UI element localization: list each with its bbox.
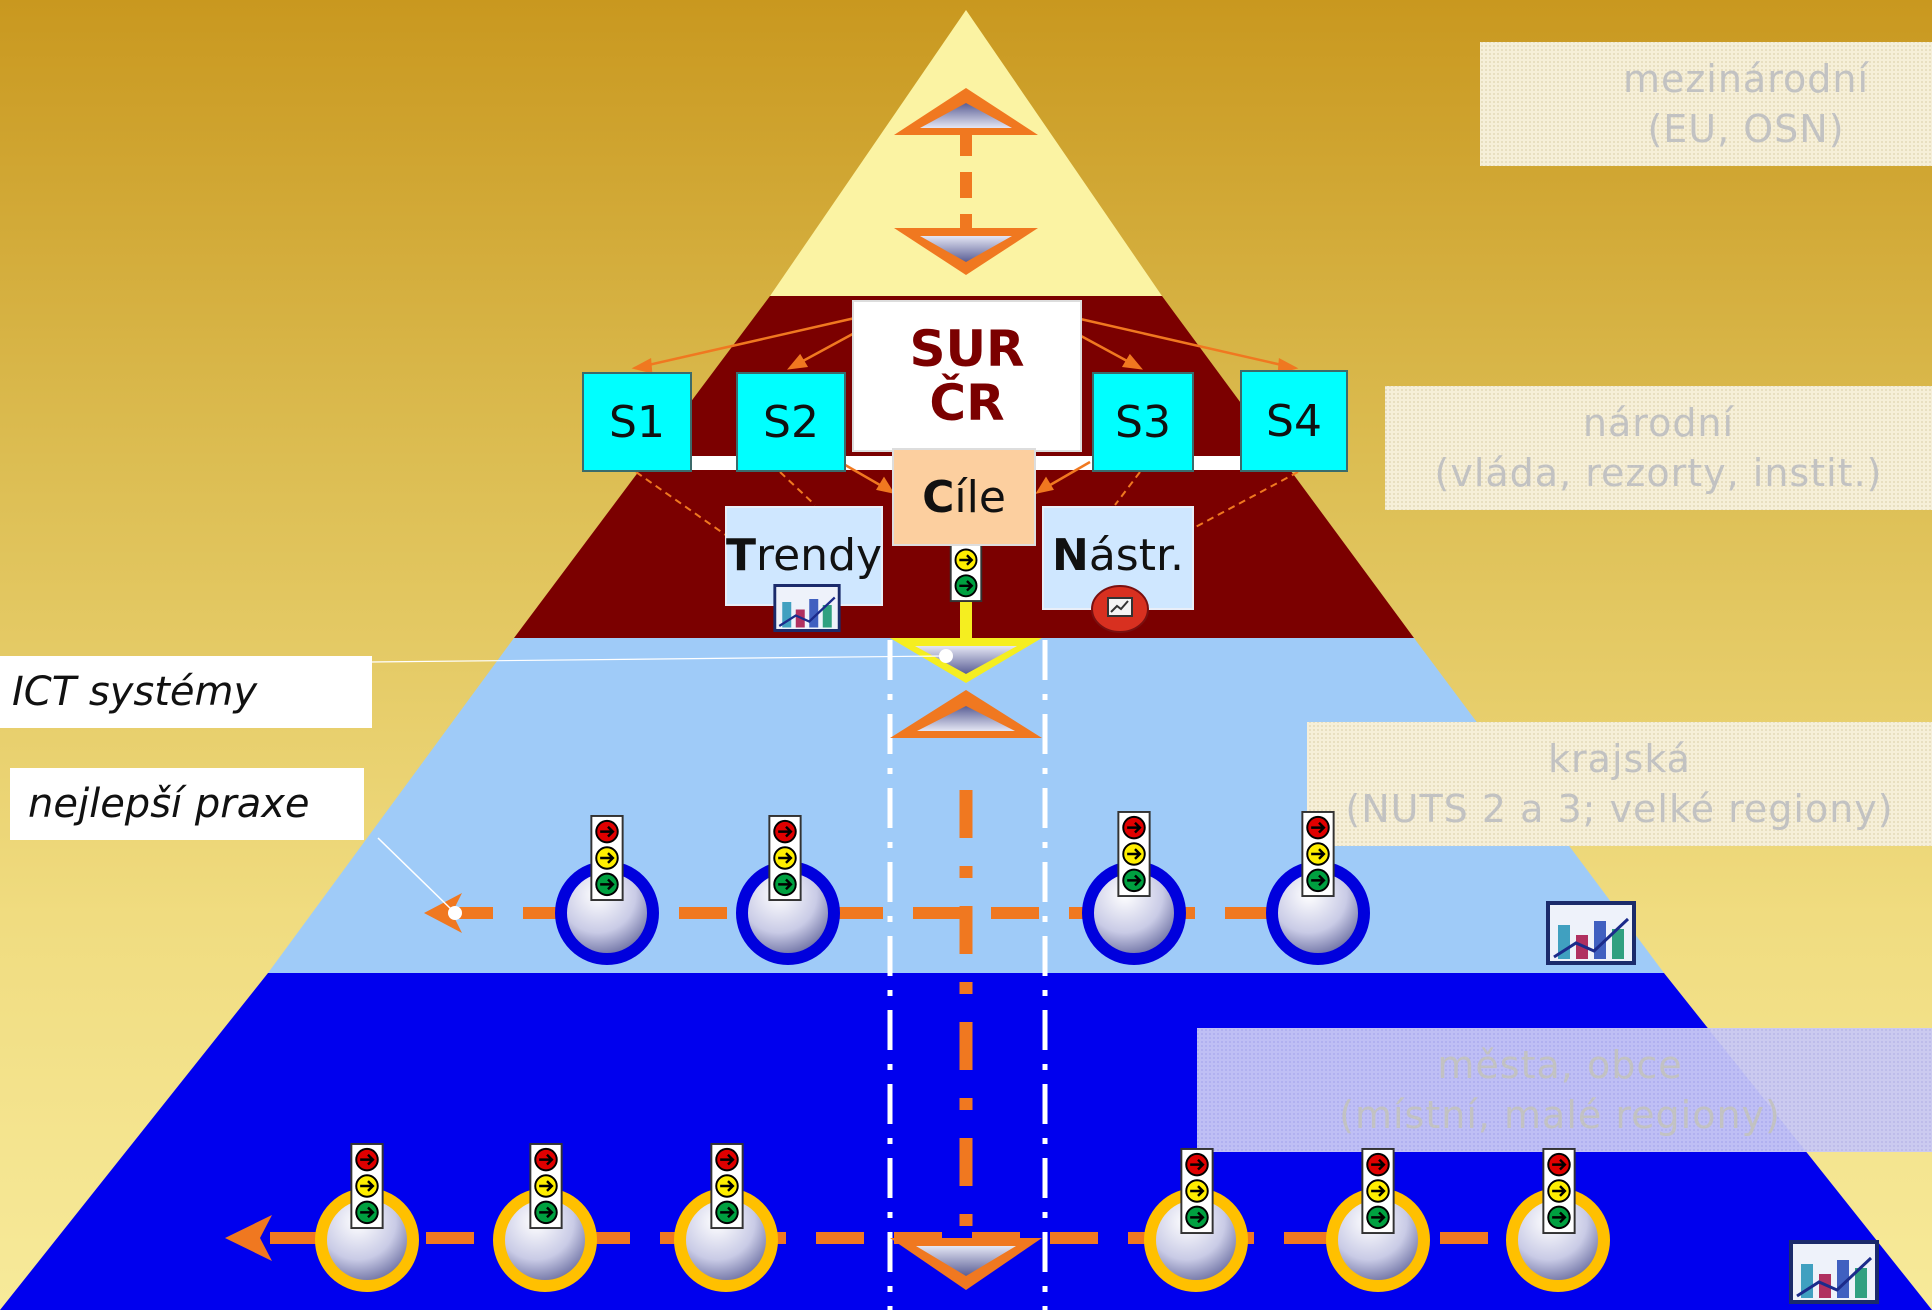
- level-regional-line2: (NUTS 2 a 3; velké regiony): [1345, 787, 1894, 831]
- level-international-line2: (EU, OSN): [1647, 107, 1845, 151]
- tools-rest: ástr.: [1088, 530, 1184, 581]
- sur-cr-box: SUR ČR: [852, 300, 1082, 452]
- level-label-bg-local: [1197, 1028, 1932, 1152]
- strategy-box-s3: S3: [1092, 372, 1194, 472]
- strategy-label: S2: [763, 396, 819, 448]
- strategy-box-s2: S2: [736, 372, 846, 472]
- level-label-bg-national: [1385, 386, 1932, 510]
- local-line-arrowhead: [225, 1215, 272, 1261]
- traffic-light-icon: [590, 815, 624, 901]
- regional-line-arrowhead: [424, 893, 462, 933]
- bar-chart-icon: [1548, 903, 1634, 963]
- level-national-line1: národní: [1582, 401, 1735, 445]
- bar-chart-icon: [773, 584, 841, 632]
- presentation-icon: [1091, 585, 1149, 633]
- level-regional-line1: krajská: [1548, 737, 1691, 781]
- best-practice-dot: [448, 906, 462, 920]
- sur-links: [631, 316, 1299, 494]
- arrow-up-regional: [890, 690, 1042, 738]
- trends-rest: rendy: [755, 530, 883, 581]
- trends-lead: T: [725, 530, 756, 581]
- side-label-ict: ICT systémy: [0, 656, 372, 728]
- strategy-links: [635, 471, 1299, 546]
- level-label-bg-international: [1480, 42, 1932, 166]
- level-label-bg-regional: [1307, 722, 1932, 846]
- level-label-international: mezinárodní (EU, OSN): [1560, 54, 1932, 154]
- goals-rest: íle: [954, 471, 1006, 523]
- sur-cr-line2: ČR: [929, 374, 1005, 432]
- traffic-light-icon: [350, 1143, 384, 1229]
- strategy-label: S3: [1115, 396, 1171, 448]
- best-practice-pointer: [377, 837, 454, 912]
- tools-lead: N: [1051, 530, 1089, 581]
- traffic-light-icon: [1117, 811, 1151, 897]
- level-national-line2: (vláda, rezorty, instit.): [1434, 451, 1883, 495]
- white-dashed-lines: [887, 640, 1048, 1310]
- side-label-best-practice: nejlepší praxe: [10, 768, 364, 840]
- traffic-light-icon: [768, 815, 802, 901]
- goals-box: Cíle: [892, 448, 1036, 546]
- bar-chart-icon: [1791, 1242, 1877, 1302]
- traffic-light-icon: [1361, 1148, 1395, 1234]
- sur-cr-line1: SUR: [909, 320, 1025, 378]
- arrow-up-international: [894, 88, 1038, 135]
- traffic-light-icon: [1180, 1148, 1214, 1234]
- trends-box: Trendy: [725, 506, 883, 606]
- strategy-label: S4: [1266, 395, 1322, 447]
- ict-pointer: [371, 655, 945, 663]
- traffic-light-icon: [710, 1143, 744, 1229]
- arrow-down-international: [894, 228, 1038, 275]
- ict-dot: [939, 649, 953, 663]
- strategy-label: S1: [609, 396, 665, 448]
- level-label-regional: krajská (NUTS 2 a 3; velké regiony): [1307, 734, 1932, 834]
- strategy-box-s1: S1: [582, 372, 692, 472]
- level-label-national: národní (vláda, rezorty, instit.): [1385, 398, 1932, 498]
- traffic-light-icon: [529, 1143, 563, 1229]
- level-international-line1: mezinárodní: [1622, 57, 1870, 101]
- level-local-line1: města, obce: [1437, 1043, 1683, 1087]
- goals-lead: C: [922, 471, 955, 523]
- traffic-light-icon: [1542, 1148, 1576, 1234]
- arrow-down-local: [890, 1238, 1042, 1290]
- level-label-local: města, obce (místní, malé regiony): [1300, 1040, 1820, 1140]
- level-local-line2: (místní, malé regiony): [1339, 1093, 1781, 1137]
- strategy-box-s4: S4: [1240, 370, 1348, 472]
